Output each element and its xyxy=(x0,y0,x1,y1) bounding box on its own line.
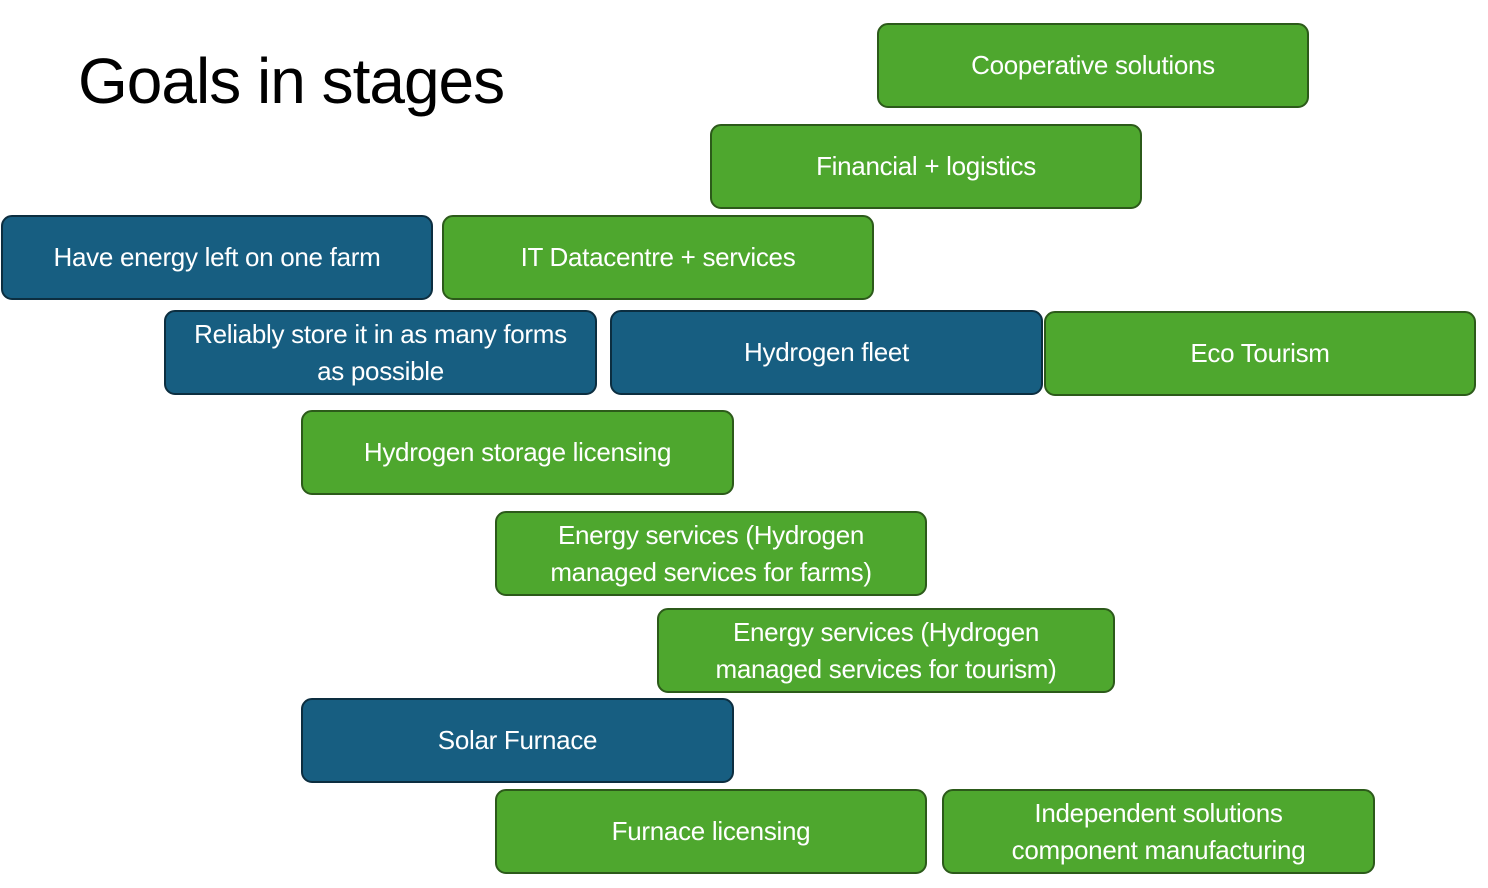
box-label: Solar Furnace xyxy=(437,725,598,755)
box-reliably-store: Reliably store it in as many forms as po… xyxy=(164,310,597,395)
box-have-energy-left: Have energy left on one farm xyxy=(1,215,433,300)
box-hydrogen-storage-licensing: Hydrogen storage licensing xyxy=(301,410,734,495)
box-hydrogen-fleet: Hydrogen fleet xyxy=(610,310,1043,395)
box-energy-services-farms: Energy services (Hydrogen managed servic… xyxy=(495,511,927,596)
box-solar-furnace: Solar Furnace xyxy=(301,698,734,783)
slide-title: Goals in stages xyxy=(78,45,505,117)
box-label: Eco Tourism xyxy=(1190,338,1330,368)
box-eco-tourism: Eco Tourism xyxy=(1044,311,1476,396)
box-label: Energy services (Hydrogen managed servic… xyxy=(550,519,872,587)
box-cooperative-solutions: Cooperative solutions xyxy=(877,23,1309,108)
box-label: Furnace licensing xyxy=(611,816,811,846)
box-label: Hydrogen fleet xyxy=(744,337,909,367)
box-label: Energy services (Hydrogen managed servic… xyxy=(715,616,1057,684)
box-furnace-licensing: Furnace licensing xyxy=(495,789,927,874)
box-label: IT Datacentre + services xyxy=(520,242,796,272)
box-label: Independent solutions component manufact… xyxy=(1011,797,1306,865)
box-financial-logistics: Financial + logistics xyxy=(710,124,1142,209)
box-independent-solutions: Independent solutions component manufact… xyxy=(942,789,1375,874)
box-label: Financial + logistics xyxy=(816,151,1036,181)
box-label: Have energy left on one farm xyxy=(53,242,381,272)
box-label: Cooperative solutions xyxy=(971,50,1215,80)
box-label: Hydrogen storage licensing xyxy=(363,437,672,467)
box-label: Reliably store it in as many forms as po… xyxy=(194,318,567,386)
box-it-datacentre: IT Datacentre + services xyxy=(442,215,874,300)
box-energy-services-tourism: Energy services (Hydrogen managed servic… xyxy=(657,608,1115,693)
